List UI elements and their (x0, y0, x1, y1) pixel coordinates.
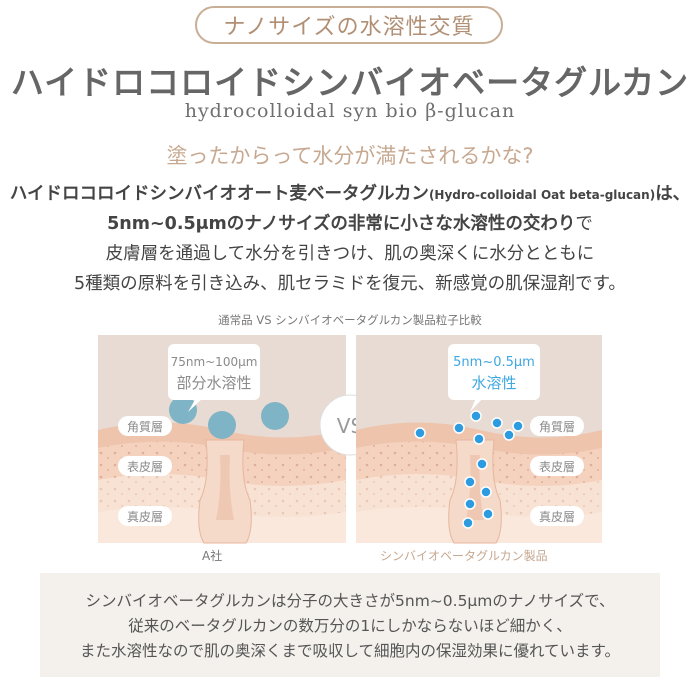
large-particle (208, 411, 236, 439)
left-bubble-line2: 部分水溶性 (176, 374, 251, 392)
large-particle (261, 402, 289, 430)
desc-line-2-end: で (575, 214, 593, 234)
desc-line-2: 5nm~0.5μmのナノサイズの非常に小さな水溶性の交わりで (0, 210, 700, 235)
small-particle (512, 420, 524, 432)
summary-note: シンバイオベータグルカンは分子の大きさが5nm~0.5μmのナノサイズで、 従来… (40, 573, 660, 677)
page-subtitle: hydrocolloidal syn bio β-glucan (184, 100, 516, 122)
left-bubble-line1: 75nm~100μm (171, 355, 258, 369)
left-layer-2: 表皮層 (127, 460, 163, 474)
right-layer-1: 角質層 (539, 419, 575, 434)
small-particle (470, 410, 482, 422)
small-particle (464, 476, 476, 488)
desc-line-1-end: は、 (655, 184, 691, 204)
small-particle (453, 422, 465, 434)
small-particle (414, 427, 426, 439)
large-particle (169, 396, 197, 424)
page-title: ハイドロコロイドシンバイオベータグルカン (10, 63, 690, 102)
comparison-caption: 通常品 VS シンバイオベータグルカン製品粒子比較 (218, 313, 482, 327)
left-layer-1: 角質層 (127, 419, 163, 434)
small-particle (480, 486, 492, 498)
note-line-2: 従来のベータグルカンの数万分の1にしかならないほど細かく、 (128, 617, 572, 635)
badge-text: ナノサイズの水溶性交質 (223, 15, 475, 40)
small-particle (462, 517, 474, 529)
right-panel-label: シンバイオベータグルカン製品 (380, 549, 548, 563)
small-particle (482, 508, 494, 520)
small-particle (503, 429, 515, 441)
right-layer-3: 真皮層 (539, 510, 575, 524)
desc-line-1-main: ハイドロコロイドシンバイオオート麦ベータグルカン (9, 184, 429, 204)
desc-line-1: ハイドロコロイドシンバイオオート麦ベータグルカン(Hydro-colloidal… (0, 180, 700, 205)
desc-line-3: 皮膚層を通過して水分を引きつけ、肌の奥深くに水分とともに (105, 244, 595, 264)
topic-badge: ナノサイズの水溶性交質 (195, 6, 503, 44)
note-line-3: また水溶性なので肌の奥深くまで吸収して細胞内の保湿効果に優れています。 (79, 642, 621, 660)
small-particle (476, 458, 488, 470)
left-panel-label: A社 (202, 549, 223, 563)
left-panel: 75nm~100μm 部分水溶性 角質層 表皮層 真皮層 (98, 335, 346, 544)
desc-line-1-small: (Hydro-colloidal Oat beta-glucan) (428, 188, 656, 202)
small-particle (491, 417, 503, 429)
comparison-illustration: 75nm~100μm 部分水溶性 角質層 表皮層 真皮層 VS (98, 335, 602, 544)
desc-line-4: 5種類の原料を引き込み、肌セラミドを復元、新感覚の肌保湿剤です。 (74, 274, 626, 294)
left-layer-3: 真皮層 (127, 510, 163, 524)
right-layer-2: 表皮層 (539, 460, 575, 474)
right-bubble-line1: 5nm~0.5μm (453, 355, 535, 370)
question-text: 塗ったからって水分が満たされるかな? (166, 144, 534, 168)
small-particle (473, 433, 485, 445)
right-bubble-line2: 水溶性 (471, 374, 516, 392)
small-particle (464, 498, 476, 510)
desc-line-2-bold: 5nm~0.5μmのナノサイズの非常に小さな水溶性の交わり (107, 214, 576, 234)
right-panel: 5nm~0.5μm 水溶性 角質層 表皮層 真皮層 (356, 335, 602, 544)
note-line-1: シンバイオベータグルカンは分子の大きさが5nm~0.5μmのナノサイズで、 (85, 592, 615, 610)
